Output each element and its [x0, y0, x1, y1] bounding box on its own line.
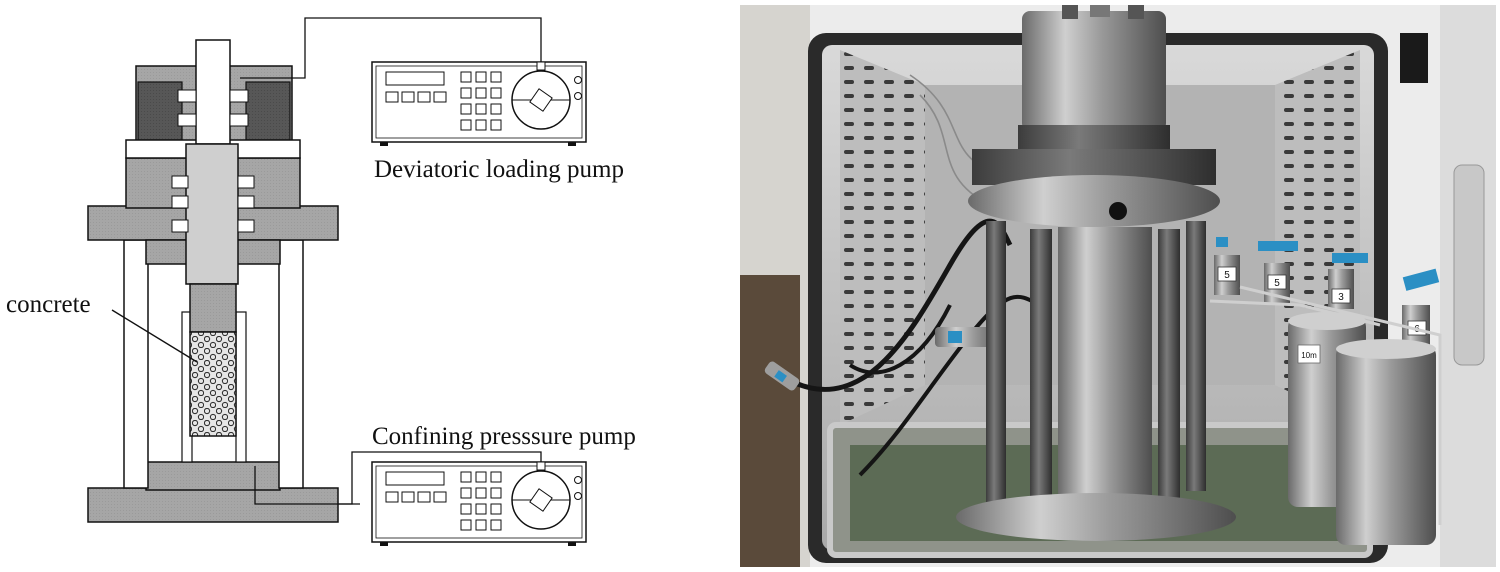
confining-pressure-pump	[371, 461, 587, 546]
tie-rod	[1186, 221, 1206, 491]
steel-tubing	[1239, 285, 1442, 525]
right-post	[278, 239, 304, 489]
confining-pump-label: Confining presssure pump	[372, 423, 636, 450]
cell-base-plate	[956, 493, 1236, 541]
pressure-cylinder	[1058, 227, 1152, 517]
lower-pedestal	[145, 461, 281, 491]
tie-rod	[1030, 229, 1052, 525]
specimen-label: concrete	[6, 291, 91, 318]
inner-wall-right	[235, 311, 247, 463]
seal-notch	[171, 195, 189, 209]
tie-rod	[1158, 229, 1180, 525]
door-latch	[1400, 33, 1428, 83]
pump-keypad-icon	[385, 471, 502, 531]
pump-display-icon	[385, 471, 445, 486]
cable	[848, 304, 952, 375]
apparatus-photo: 5 5 3 6 10m	[740, 5, 1496, 567]
tie-rod	[986, 221, 1006, 515]
piston-rod-top	[195, 39, 231, 145]
top-cap-right-seal	[245, 81, 291, 141]
cell-top-cap	[1022, 11, 1166, 131]
top-cap-left-seal	[137, 81, 183, 141]
confining-oil-line	[338, 451, 542, 505]
concrete-specimen	[189, 331, 237, 437]
pump-dial-icon	[511, 61, 582, 130]
seal-notch	[237, 219, 255, 233]
pump-dial-icon	[511, 461, 582, 530]
seal-notch	[177, 89, 197, 103]
base-plate	[87, 487, 339, 523]
seal-notch	[177, 113, 197, 127]
seal-notch	[237, 195, 255, 209]
seal-notch	[237, 175, 255, 189]
pump-display-icon	[385, 71, 445, 86]
valve: 3	[1328, 253, 1368, 309]
seal-notch	[229, 89, 249, 103]
specimen-leader-line	[111, 309, 198, 363]
cell-collar	[1018, 125, 1170, 149]
deviatoric-loading-pump	[371, 61, 587, 146]
thin-wire	[919, 94, 991, 206]
accumulator-cylinder	[1336, 345, 1436, 545]
valve: 5	[1214, 237, 1240, 295]
seal-notch	[171, 219, 189, 233]
flange-port	[1109, 202, 1127, 220]
valve-tag: 5	[1224, 270, 1230, 281]
confining-oil-inlet	[254, 466, 360, 505]
deviatoric-pump-label: Deviatoric loading pump	[374, 156, 624, 183]
seal-notch	[229, 113, 249, 127]
triaxial-cell-schematic: Deviatoric loading pump Confining presss…	[6, 17, 636, 546]
pump-keypad-icon	[385, 71, 502, 131]
cylinder-tag: 10m	[1301, 351, 1317, 360]
valve-tag: 3	[1338, 292, 1344, 303]
valve-tag: 5	[1274, 278, 1280, 289]
piston-rod	[185, 143, 239, 285]
deviatoric-oil-line	[240, 17, 542, 79]
seal-notch	[171, 175, 189, 189]
left-post	[123, 239, 149, 489]
cell-top-flange	[968, 175, 1220, 227]
upper-platen	[189, 283, 237, 333]
